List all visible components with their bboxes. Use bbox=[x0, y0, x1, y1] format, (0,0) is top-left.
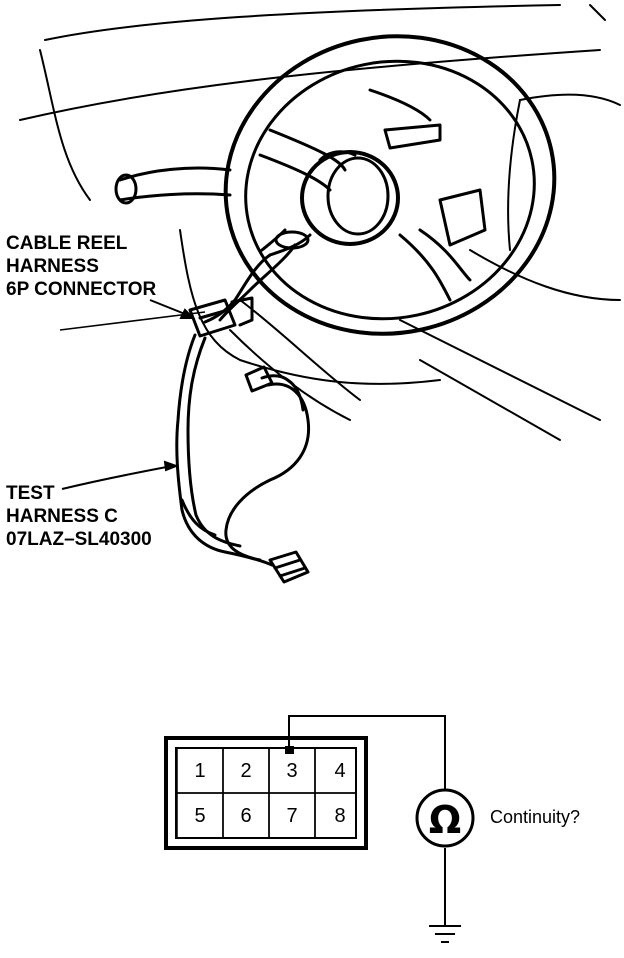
connector-face bbox=[164, 736, 368, 850]
ground-icon bbox=[429, 925, 461, 943]
test-harness-line-3: 07LAZ–SL40300 bbox=[6, 529, 152, 550]
connector-pins: 1 2 3 4 5 6 7 8 bbox=[194, 760, 345, 827]
cable-reel-line-1: CABLE REEL bbox=[6, 233, 128, 254]
continuity-label: Continuity? bbox=[490, 807, 581, 827]
test-harness-line-2: HARNESS C bbox=[6, 506, 118, 527]
pin-label-6: 6 bbox=[240, 805, 251, 827]
pin-label-8: 8 bbox=[334, 805, 345, 827]
cable-reel-line-2: HARNESS bbox=[6, 256, 99, 277]
leader-lines bbox=[59, 299, 206, 490]
pin-label-7: 7 bbox=[286, 805, 297, 827]
ohm-symbol: Ω bbox=[429, 798, 461, 842]
probe-circuit bbox=[288, 715, 446, 926]
pin-label-4: 4 bbox=[334, 760, 345, 782]
pin-label-5: 5 bbox=[194, 805, 205, 827]
probe-contact bbox=[285, 746, 294, 754]
test-harness-label: TEST HARNESS C 07LAZ–SL40300 bbox=[6, 482, 152, 551]
steering-wheel-drawing bbox=[19, 4, 621, 584]
pin-label-3: 3 bbox=[286, 760, 297, 782]
pin-label-1: 1 bbox=[194, 760, 205, 782]
ohmmeter-icon: Ω bbox=[415, 788, 475, 848]
cable-reel-line-3: 6P CONNECTOR bbox=[6, 279, 157, 300]
cable-reel-harness-label: CABLE REEL HARNESS 6P CONNECTOR bbox=[6, 232, 156, 301]
test-harness-line-1: TEST bbox=[6, 483, 55, 504]
pin-label-2: 2 bbox=[240, 760, 251, 782]
